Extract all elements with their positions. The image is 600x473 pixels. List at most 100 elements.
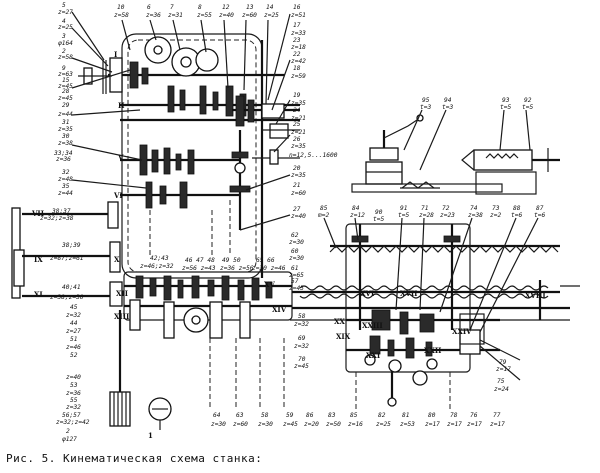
part-label: 40;41 — [62, 284, 81, 291]
part-label: z=32 — [294, 343, 309, 350]
part-label: z=32 — [294, 321, 309, 328]
part-label: 49 50 — [222, 257, 241, 264]
part-label: 26 — [293, 136, 301, 143]
part-label: 19 — [293, 92, 301, 99]
part-label: z=32 — [66, 404, 81, 411]
part-label: 84 — [352, 205, 360, 212]
part-label: z=17 — [490, 421, 505, 428]
part-label: z=18 — [291, 44, 306, 51]
part-label: z=60 — [242, 12, 257, 19]
part-label: z=44 — [58, 111, 73, 118]
part-label: z=48 — [58, 176, 73, 183]
rack — [329, 244, 560, 253]
part-label: 30 — [61, 133, 70, 140]
part-label: 90 — [375, 209, 383, 216]
part-label: t=6 — [511, 211, 522, 219]
shaft-numeral: IX — [34, 255, 43, 264]
part-label: z=50 — [326, 421, 341, 428]
part-label: 55 — [70, 397, 78, 404]
shaft-numeral: XVII — [400, 289, 417, 298]
part-label: 7 — [170, 4, 174, 11]
part-label: z=36 — [146, 12, 161, 19]
part-label: z=35 — [291, 172, 306, 179]
part-label: 31 — [61, 119, 69, 126]
part-label: 27 — [293, 206, 301, 213]
shaft-numeral: XXIII — [362, 321, 383, 330]
shaft-numeral: XIII — [114, 312, 129, 321]
part-label: 46 47 48 — [185, 257, 215, 264]
part-label: 59 — [286, 412, 294, 419]
part-label: 6 — [147, 4, 151, 11]
part-label: 5 — [62, 2, 66, 9]
part-label: z=23 — [440, 212, 455, 219]
part-label: z=31 — [168, 12, 183, 19]
part-label: 45 — [70, 304, 78, 311]
shaft-numeral: XVIII — [525, 291, 546, 300]
part-label: 13 — [246, 4, 254, 11]
part-label: z=36 — [56, 156, 71, 163]
part-label: z=55 — [197, 12, 212, 19]
part-label: z=45 — [289, 285, 304, 292]
part-label: t=3 — [442, 103, 453, 111]
part-label: 12 — [222, 4, 230, 11]
part-label: 94 — [444, 97, 452, 104]
part-label: 25 — [293, 121, 301, 128]
part-label: z=35 — [291, 100, 306, 107]
part-label: 28 — [62, 88, 70, 95]
part-label: z=35 — [58, 126, 73, 133]
part-label: φ127 — [62, 436, 77, 443]
part-label: z=32;z=38 — [40, 215, 74, 222]
part-label: z=20 — [304, 421, 319, 428]
part-label: z=60 — [233, 421, 248, 428]
part-label: z=17 — [467, 421, 482, 428]
shaft-numeral: XXIV — [452, 327, 472, 336]
part-label: 8 — [198, 4, 202, 11]
change-gears — [11, 201, 123, 307]
shaft-numeral: V — [117, 153, 124, 162]
part-label: 22 — [293, 51, 301, 58]
mid-labels: 62z=3060z=3061z=6557z=4558z=3269z=3270z=… — [140, 232, 309, 370]
shaft-numeral: X — [114, 255, 120, 264]
part-label: 92 — [524, 97, 532, 104]
spindle-assembly — [229, 95, 300, 230]
part-label: 23 — [293, 37, 301, 44]
part-label: z=38 — [468, 212, 483, 219]
part-label: 35 — [61, 183, 70, 190]
part-label: 29 — [62, 102, 70, 109]
part-label: z=44 — [58, 190, 73, 197]
part-label: m=2 — [317, 212, 329, 219]
part-label: z=21 — [291, 115, 306, 122]
right-column-labels: 16z=5117z=3323z=1822z=4218z=5919z=3524z=… — [289, 4, 338, 220]
shaft-numeral: XX — [334, 317, 345, 326]
part-label: z=30 z=46 — [252, 265, 286, 272]
shaft-numeral: 1 — [148, 431, 153, 440]
feed-box — [123, 271, 293, 410]
shaft-numeral: VII — [31, 209, 44, 218]
part-label: z=45 — [58, 83, 73, 90]
part-label: 9 — [62, 65, 66, 72]
part-label: 77 — [493, 412, 501, 419]
part-label: 70 — [298, 356, 306, 363]
part-label: z=25 — [264, 12, 279, 19]
part-label: t=6 — [534, 211, 545, 219]
part-label: 57 — [291, 278, 299, 285]
motor-drive — [109, 310, 172, 430]
apron — [345, 223, 521, 410]
part-label: 86 — [306, 412, 314, 419]
part-label: 81 — [402, 412, 409, 419]
shaft-numeral: XVI — [360, 289, 374, 298]
part-label: 78 — [450, 412, 458, 419]
part-label: 85 — [320, 205, 328, 212]
shaft-numeral: XII — [116, 289, 128, 298]
part-label: z=27 — [66, 328, 81, 335]
part-label: 80 — [428, 412, 436, 419]
part-label: 52 — [70, 352, 78, 359]
part-label: 24 — [293, 107, 301, 114]
shaft-numeral: XXI — [366, 351, 380, 360]
part-label: z=42 — [291, 58, 306, 65]
part-label: 42;43 — [150, 255, 169, 262]
part-label: 15 — [62, 77, 70, 84]
part-label: z=63 — [58, 71, 73, 78]
part-label: 32 — [61, 169, 70, 176]
